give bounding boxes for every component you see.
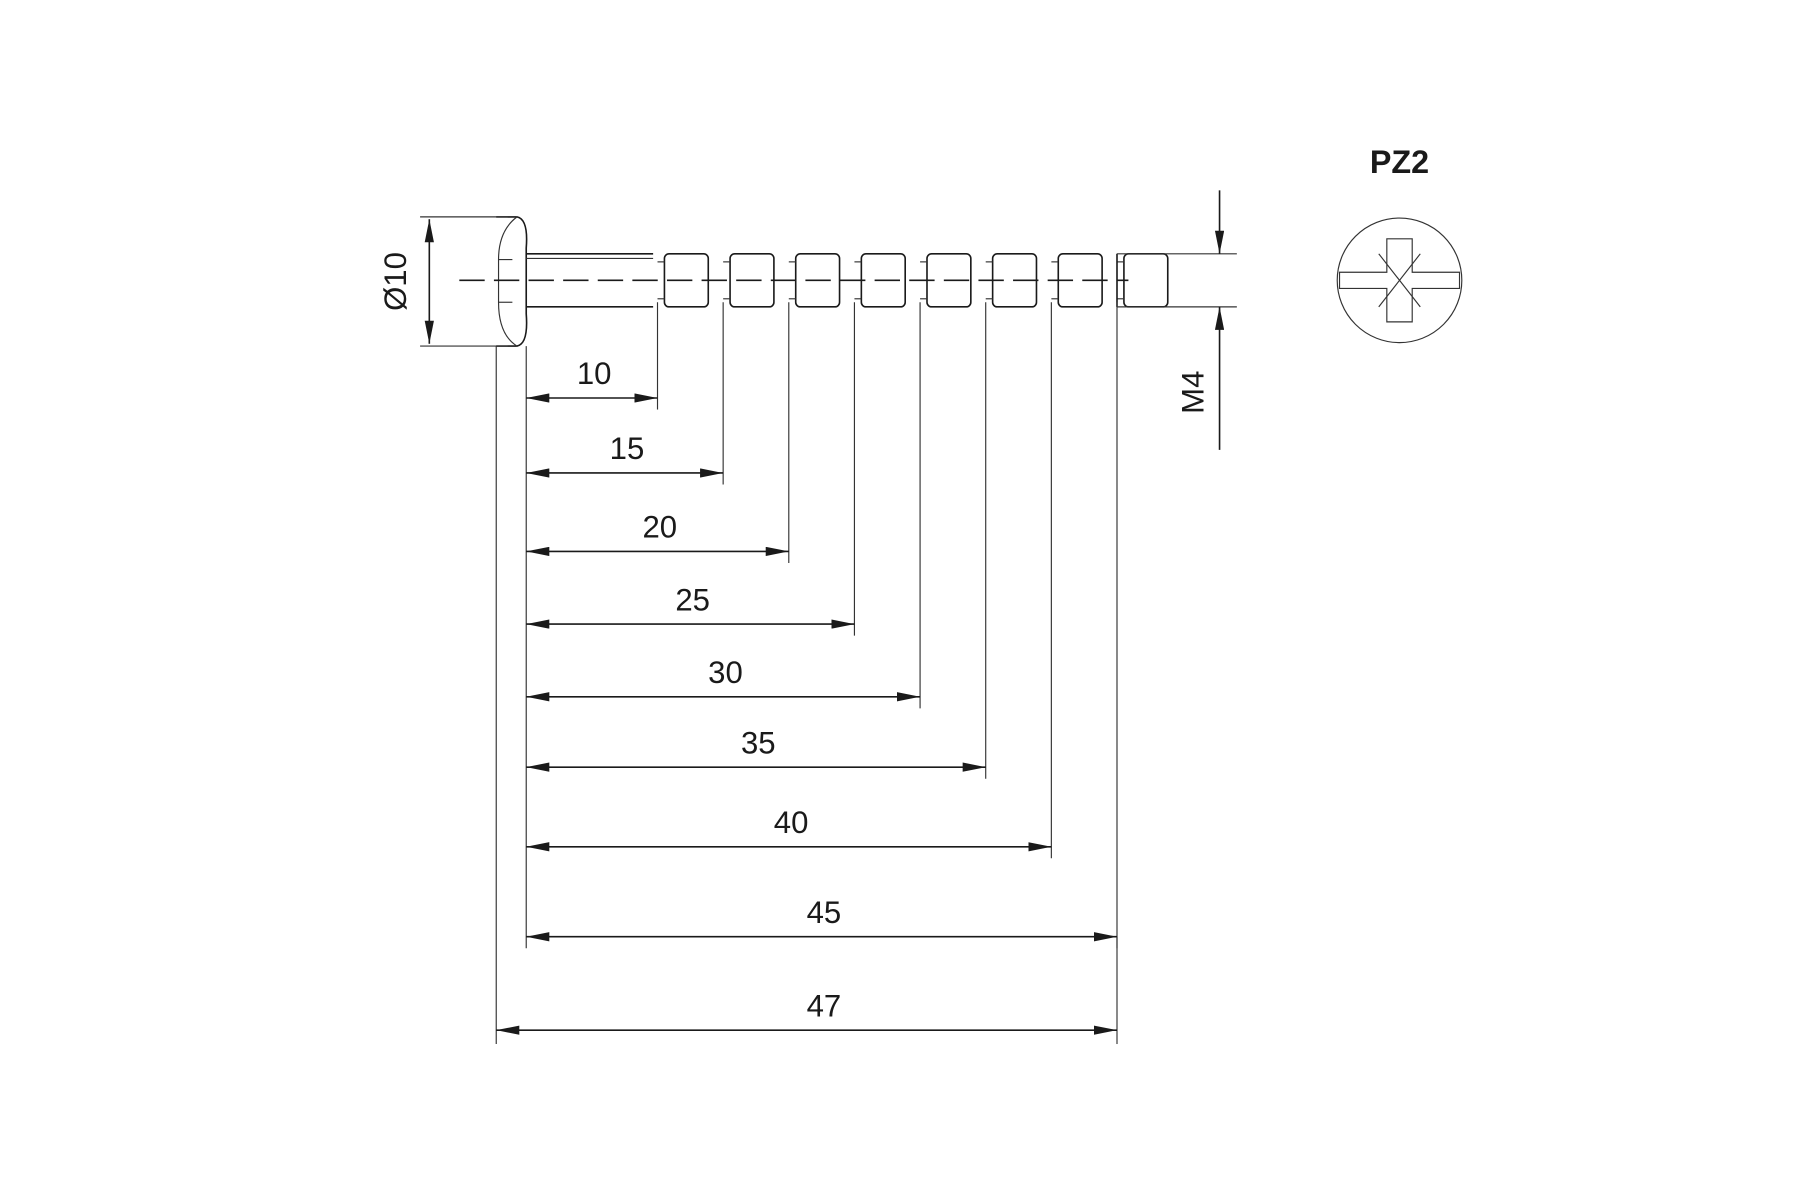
head-diameter-label: Ø10 [378,252,413,311]
length-dimension-35: 35 [526,302,987,779]
thread-label: M4 [1175,371,1210,414]
length-dimension-20: 20 [526,302,790,563]
pozidriv-icon [1336,217,1463,344]
overall-length-dimension: 47 [495,346,1118,1045]
length-label: 15 [610,431,645,466]
length-dimension-10: 10 [526,302,659,410]
length-dimension-15: 15 [526,302,724,485]
length-dimension-40: 40 [526,302,1052,859]
length-dimension-45: 45 [526,302,1118,949]
screw-head [496,216,528,347]
thread-rib [1123,252,1169,308]
drive-view: PZ2 [1336,144,1463,344]
drive-label: PZ2 [1370,144,1429,180]
length-dimension-30: 30 [526,302,921,709]
length-label: 40 [774,805,809,840]
thread-dimension: M4 [1116,190,1237,450]
overall-length-label: 47 [807,988,842,1023]
length-label: 10 [577,356,612,391]
length-label: 20 [643,510,678,545]
length-label: 30 [708,655,743,690]
length-label: 35 [741,725,776,760]
head-diameter-dimension: Ø10 [378,216,508,347]
length-dimension-25: 25 [526,302,856,636]
length-label: 25 [675,582,710,617]
length-label: 45 [807,895,842,930]
